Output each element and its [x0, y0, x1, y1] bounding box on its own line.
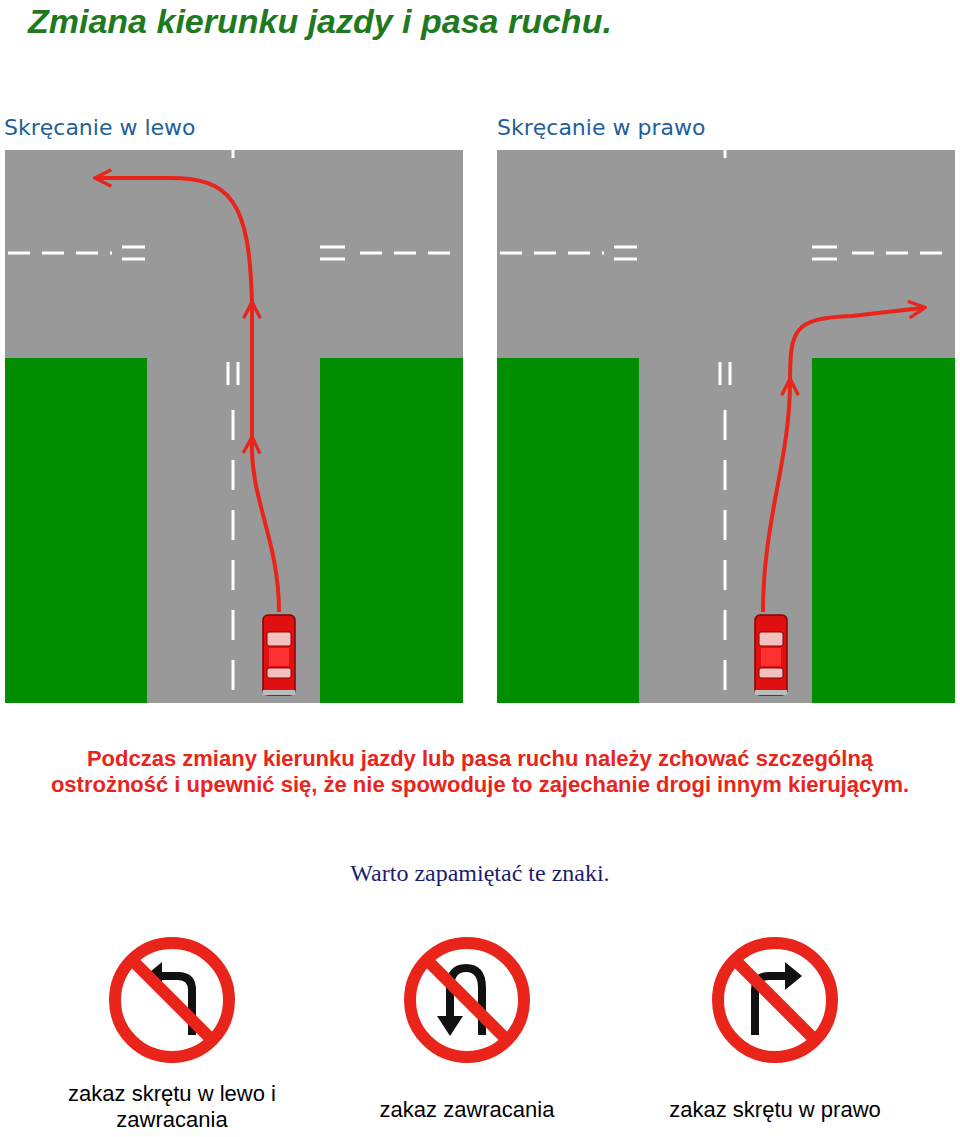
note-text: Podczas zmiany kierunku jazdy lub pasa r… — [30, 746, 930, 798]
panel-label: Skręcanie w lewo — [4, 114, 444, 142]
subheading: Warto zapamiętać te znaki. — [180, 858, 780, 888]
signs — [115, 943, 832, 1057]
sign-caption: zakaz skrętu w lewo i zawracania — [47, 1081, 297, 1133]
panel-label: Skręcanie w prawo — [497, 114, 937, 142]
sign-caption: zakaz skrętu w prawo — [630, 1097, 920, 1123]
sign-caption: zakaz zawracania — [337, 1097, 597, 1123]
page-title: Zmiana kierunku jazdy i pasa ruchu. — [28, 2, 928, 41]
